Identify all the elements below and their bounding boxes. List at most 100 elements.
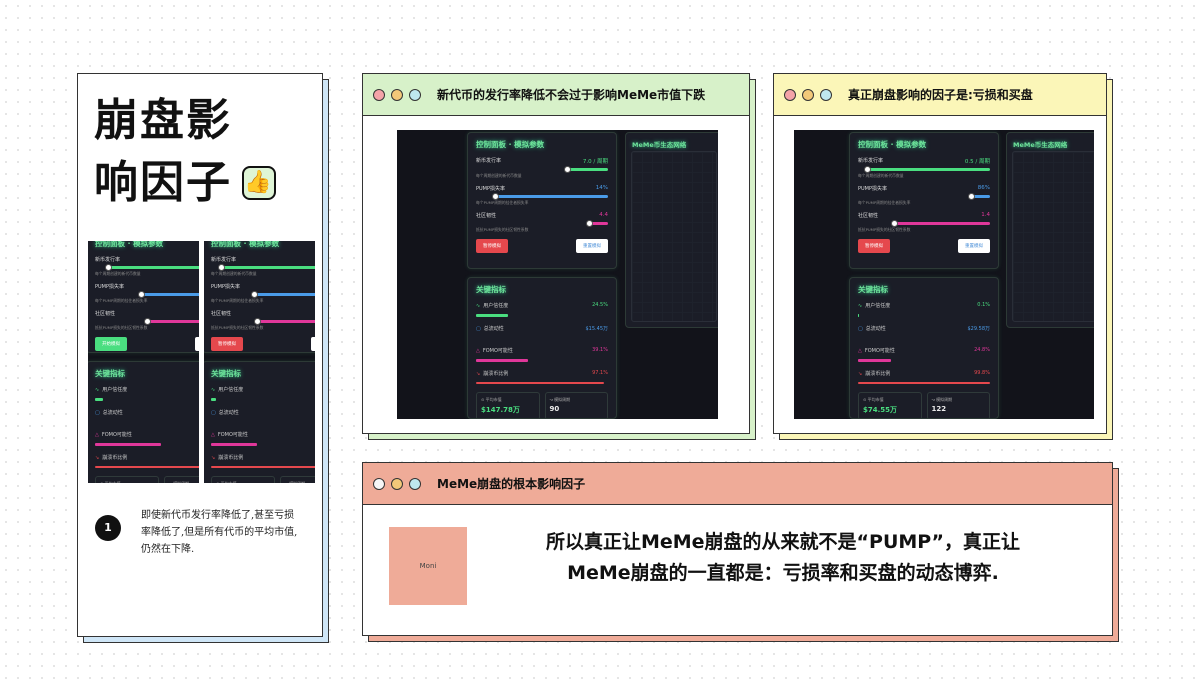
slider-thumb[interactable] — [104, 263, 112, 271]
avg-cap-label: ⊙ 平均市值 — [863, 397, 884, 402]
slider-fill[interactable] — [495, 195, 608, 198]
slider-thumb[interactable] — [218, 263, 226, 271]
metric-bar — [476, 359, 528, 362]
avg-cap-value: $74.55万 — [863, 406, 898, 414]
toggle-simulation-button[interactable]: 暂停模拟 — [858, 239, 890, 253]
param-slider[interactable] — [95, 317, 199, 325]
param-slider[interactable] — [95, 263, 199, 271]
metric-icon: ▢ — [476, 325, 481, 332]
slider-fill[interactable] — [141, 293, 199, 296]
metric-bar — [476, 381, 605, 384]
slider-fill[interactable] — [894, 222, 990, 225]
param-label: 新币发行率 — [95, 257, 121, 263]
metric-label: 崩溃币比例 — [218, 454, 244, 461]
slider-fill[interactable] — [867, 168, 990, 171]
control-panel-title: 控制面板 · 模拟参数 — [95, 241, 164, 248]
window-close-dot[interactable] — [373, 477, 385, 490]
param-value: 0.5 / 周期 — [964, 159, 990, 165]
toggle-simulation-button[interactable]: 暂停模拟 — [476, 239, 508, 253]
window-maximize-dot[interactable] — [820, 88, 832, 101]
param-slider[interactable] — [211, 290, 315, 298]
network-title: MeMe币生态网络 — [632, 141, 687, 149]
control-panel-title: 控制面板 · 模拟参数 — [858, 140, 927, 149]
metric-icon: ↘ — [211, 454, 216, 461]
metric-label: FOMO可能性 — [864, 348, 895, 354]
param-slider[interactable] — [211, 263, 315, 271]
reset-simulation-button[interactable]: 重置模拟 — [195, 337, 199, 351]
param-slider[interactable] — [858, 192, 990, 200]
param-row: 社区韧性 — [95, 310, 199, 317]
slider-thumb[interactable] — [586, 219, 594, 227]
param-label: 社区韧性 — [476, 213, 497, 219]
slider-thumb[interactable] — [563, 165, 571, 173]
button-row[interactable]: 开始模拟 重置模拟 — [95, 337, 199, 351]
slider-fill[interactable] — [567, 168, 608, 171]
slider-fill[interactable] — [147, 320, 199, 323]
toggle-simulation-button[interactable]: 暂停模拟 — [211, 337, 243, 351]
reset-simulation-button[interactable]: 重置模拟 — [576, 239, 608, 253]
metric-value: 24.8% — [974, 347, 990, 353]
window-minimize-dot[interactable] — [802, 88, 814, 101]
metric-icon: △ — [95, 432, 99, 438]
metric-label-wrap: ↘崩溃币比例 — [95, 454, 127, 461]
window-minimize-dot[interactable] — [391, 88, 403, 101]
slider-thumb[interactable] — [137, 290, 145, 298]
slider-fill[interactable] — [108, 266, 199, 269]
slider-thumb[interactable] — [492, 192, 500, 200]
param-label: 社区韧性 — [95, 311, 116, 317]
param-slider[interactable] — [858, 219, 990, 227]
slider-thumb[interactable] — [968, 192, 976, 200]
window-maximize-dot[interactable] — [409, 88, 421, 101]
slider-fill[interactable] — [254, 293, 315, 296]
metric-icon: ∿ — [211, 387, 216, 393]
metric-bar — [95, 398, 103, 401]
button-row[interactable]: 暂停模拟 重置模拟 — [476, 239, 608, 253]
network-canvas — [1012, 151, 1094, 322]
button-row[interactable]: 暂停模拟 重置模拟 — [858, 239, 990, 253]
param-hint: 每个PUMP周期的挂住者损失率 — [95, 298, 148, 303]
slider-fill[interactable] — [221, 266, 315, 269]
reset-simulation-button[interactable]: 重置模拟 — [958, 239, 990, 253]
metrics-title: 关键指标 — [858, 285, 888, 294]
slider-thumb[interactable] — [253, 317, 261, 325]
window-header: MeMe崩盘的根本影响因子 — [363, 463, 1112, 505]
slider-thumb[interactable] — [891, 219, 899, 227]
param-label: 社区韧性 — [858, 213, 879, 219]
param-slider[interactable] — [95, 290, 199, 298]
param-hint: 每个PUMP周期的挂住者损失率 — [211, 298, 264, 303]
metric-row: △FOMO可能性 24.8% — [858, 347, 990, 354]
slider-fill[interactable] — [971, 195, 990, 198]
metric-label-wrap: ↘崩溃币比例 — [211, 454, 243, 461]
cycles-value: 90 — [549, 405, 560, 413]
window-close-dot[interactable] — [373, 88, 385, 101]
metric-label: FOMO可能性 — [217, 432, 248, 438]
slider-thumb[interactable] — [251, 290, 259, 298]
param-value: 86% — [977, 185, 990, 191]
param-slider[interactable] — [476, 219, 608, 227]
metric-icon: △ — [858, 348, 862, 354]
param-slider[interactable] — [211, 317, 315, 325]
param-row: PUMP损失率 — [95, 283, 199, 290]
window-maximize-dot[interactable] — [409, 477, 421, 490]
window-close-dot[interactable] — [784, 88, 796, 101]
slider-thumb[interactable] — [144, 317, 152, 325]
reset-simulation-button[interactable]: 重置模拟 — [311, 337, 315, 351]
param-slider[interactable] — [476, 165, 608, 173]
button-row[interactable]: 暂停模拟 重置模拟 — [211, 337, 315, 351]
param-slider[interactable] — [858, 165, 990, 173]
slider-fill[interactable] — [589, 222, 608, 225]
window-minimize-dot[interactable] — [391, 477, 403, 490]
param-slider[interactable] — [476, 192, 608, 200]
toggle-simulation-button[interactable]: 开始模拟 — [95, 337, 127, 351]
metrics-title: 关键指标 — [95, 369, 125, 378]
slider-thumb[interactable] — [863, 165, 871, 173]
slider-fill[interactable] — [257, 320, 315, 323]
